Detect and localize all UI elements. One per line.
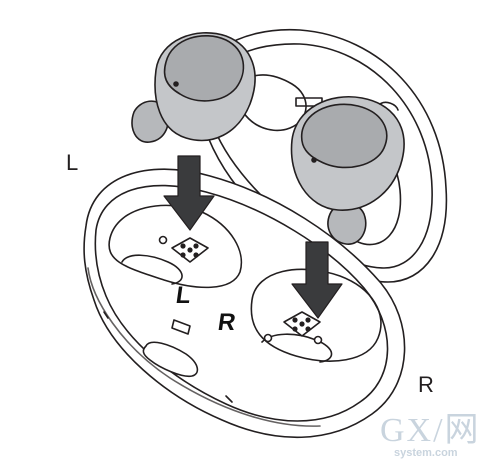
watermark: GX/网 system.com [380, 414, 492, 466]
usb-port [171, 319, 191, 335]
case-indicator [142, 341, 199, 378]
case-base [83, 168, 406, 439]
arrow-down-right [291, 241, 343, 319]
slot-mark-right: R [216, 309, 238, 336]
sensor-dot-left [158, 235, 168, 245]
contacts-left [171, 237, 209, 263]
watermark-main: GX/网 [380, 412, 481, 449]
earbud-left [131, 32, 256, 143]
watermark-sub: system.com [394, 447, 458, 459]
cradle-right [250, 268, 382, 362]
right-label: R [418, 372, 434, 397]
sensor-dot-right [263, 333, 273, 343]
contacts-right [283, 311, 321, 337]
cradle-left [108, 204, 243, 289]
earbud-right [290, 96, 405, 245]
left-label: L [66, 150, 79, 175]
arrow-down-left [163, 155, 215, 231]
